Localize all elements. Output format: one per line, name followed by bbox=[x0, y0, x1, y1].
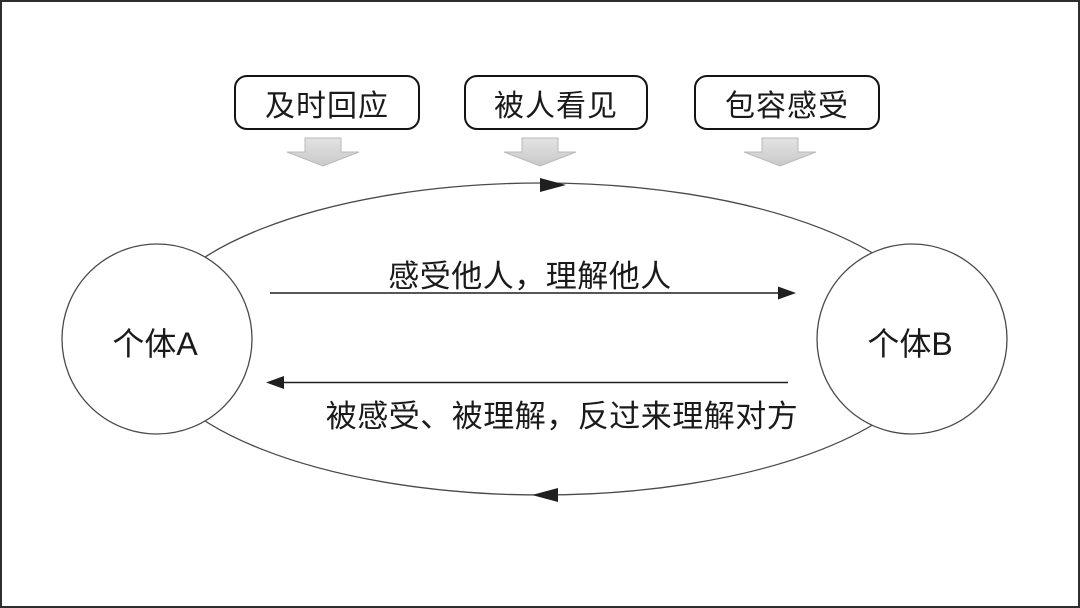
concept-box-timely-response: 及时回应 bbox=[234, 75, 420, 130]
backward-arrowhead-icon bbox=[266, 376, 284, 389]
concept-box-label: 及时回应 bbox=[265, 89, 389, 123]
concept-box-accept-feelings: 包容感受 bbox=[694, 75, 880, 130]
down-arrow-icon bbox=[503, 137, 577, 167]
backward-flow-label: 被感受、被理解，反过来理解对方 bbox=[325, 399, 799, 434]
cycle-arrow-left-icon bbox=[532, 488, 558, 502]
concept-box-being-seen: 被人看见 bbox=[464, 75, 648, 130]
concept-box-label: 包容感受 bbox=[725, 89, 849, 123]
forward-flow-label: 感受他人，理解他人 bbox=[388, 259, 672, 294]
concept-box-label: 被人看见 bbox=[494, 89, 618, 123]
individual-b-circle bbox=[816, 243, 1008, 435]
individual-a-circle bbox=[61, 243, 253, 435]
individual-a-label: 个体A bbox=[112, 326, 198, 362]
cycle-arrow-right-icon bbox=[540, 178, 566, 192]
down-arrow-icon bbox=[743, 137, 817, 167]
individual-b-label: 个体B bbox=[867, 326, 953, 362]
forward-arrowhead-icon bbox=[778, 286, 796, 300]
down-arrow-icon bbox=[286, 137, 360, 167]
